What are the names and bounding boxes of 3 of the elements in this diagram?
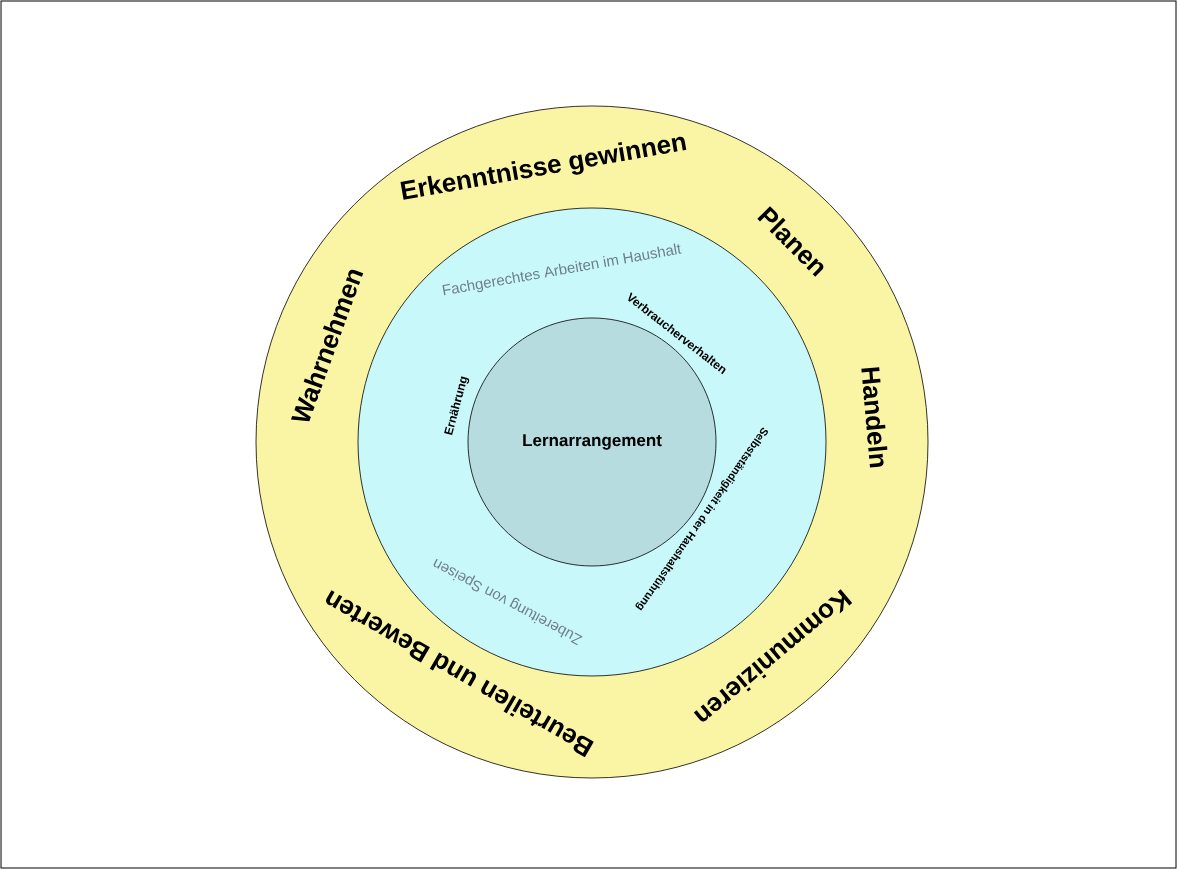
ring-label: Handeln	[861, 367, 888, 468]
ring-label: Erkenntnisse gewinnen	[400, 136, 687, 200]
center-label: Lernarrangement	[523, 434, 662, 450]
